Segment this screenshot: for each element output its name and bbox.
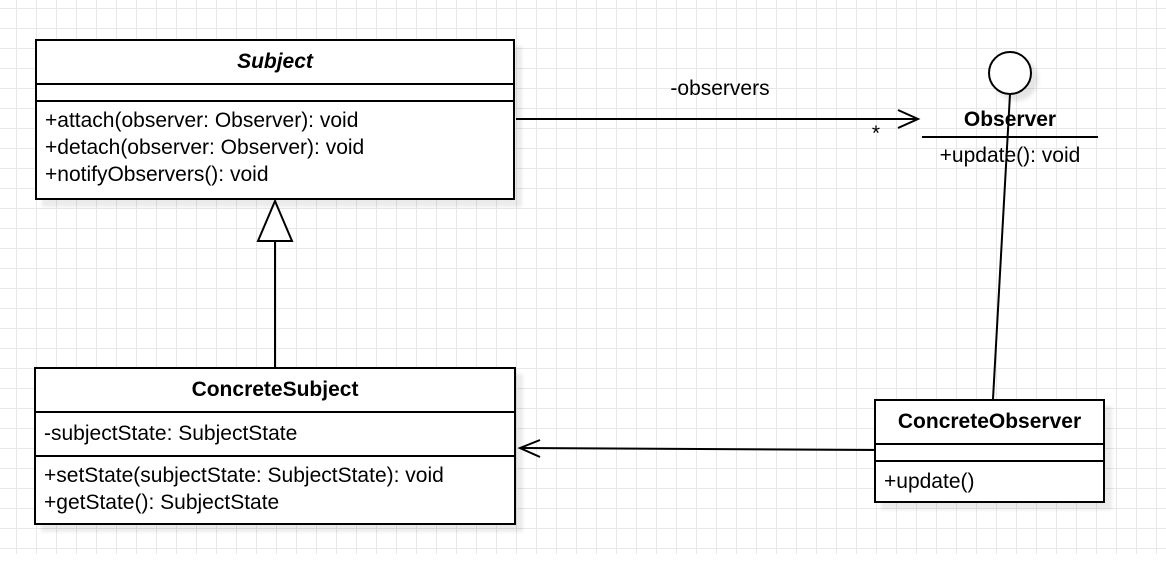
- class-subject-attributes: [37, 83, 513, 100]
- inheritance-connector[interactable]: [256, 198, 294, 367]
- class-subject-methods: +attach(observer: Observer): void +detac…: [37, 100, 513, 188]
- method-get-state: +getState(): SubjectState: [44, 491, 280, 514]
- method-notify-observers: +notifyObservers(): void: [45, 163, 269, 186]
- dependency-connector[interactable]: [517, 439, 875, 458]
- class-concrete-subject-methods: +setState(subjectState: SubjectState): v…: [36, 455, 514, 516]
- class-concrete-observer-attributes: [876, 443, 1103, 460]
- open-arrowhead-left-icon: [517, 439, 541, 458]
- method-update-impl: +update(): [876, 460, 1103, 501]
- open-arrowhead-right-icon: [897, 109, 921, 129]
- interface-observer-title: Observer: [922, 105, 1098, 138]
- class-concrete-observer[interactable]: ConcreteObserver +update(): [874, 399, 1105, 503]
- class-concrete-subject-title: ConcreteSubject: [191, 378, 359, 401]
- multiplicity-label: *: [871, 122, 881, 145]
- interface-observer[interactable]: Observer +update(): void: [922, 105, 1098, 172]
- method-set-state: +setState(subjectState: SubjectState): v…: [44, 464, 444, 487]
- interface-method-update: +update(): void: [939, 144, 1081, 167]
- association-label: -observers: [670, 77, 770, 100]
- class-concrete-observer-title: ConcreteObserver: [897, 410, 1082, 433]
- hollow-triangle-icon: [256, 198, 294, 242]
- class-subject-title: Subject: [237, 50, 313, 73]
- class-subject[interactable]: Subject +attach(observer: Observer): voi…: [35, 39, 515, 200]
- attribute-subject-state: -subjectState: SubjectState: [36, 411, 514, 455]
- class-concrete-subject[interactable]: ConcreteSubject -subjectState: SubjectSt…: [34, 367, 516, 525]
- realization-connector[interactable]: [992, 93, 1011, 400]
- method-detach: +detach(observer: Observer): void: [45, 136, 365, 159]
- method-attach: +attach(observer: Observer): void: [45, 109, 359, 132]
- association-observers-connector[interactable]: [516, 109, 921, 129]
- page-margin: [0, 554, 1166, 569]
- interface-lollipop-icon[interactable]: [988, 51, 1032, 95]
